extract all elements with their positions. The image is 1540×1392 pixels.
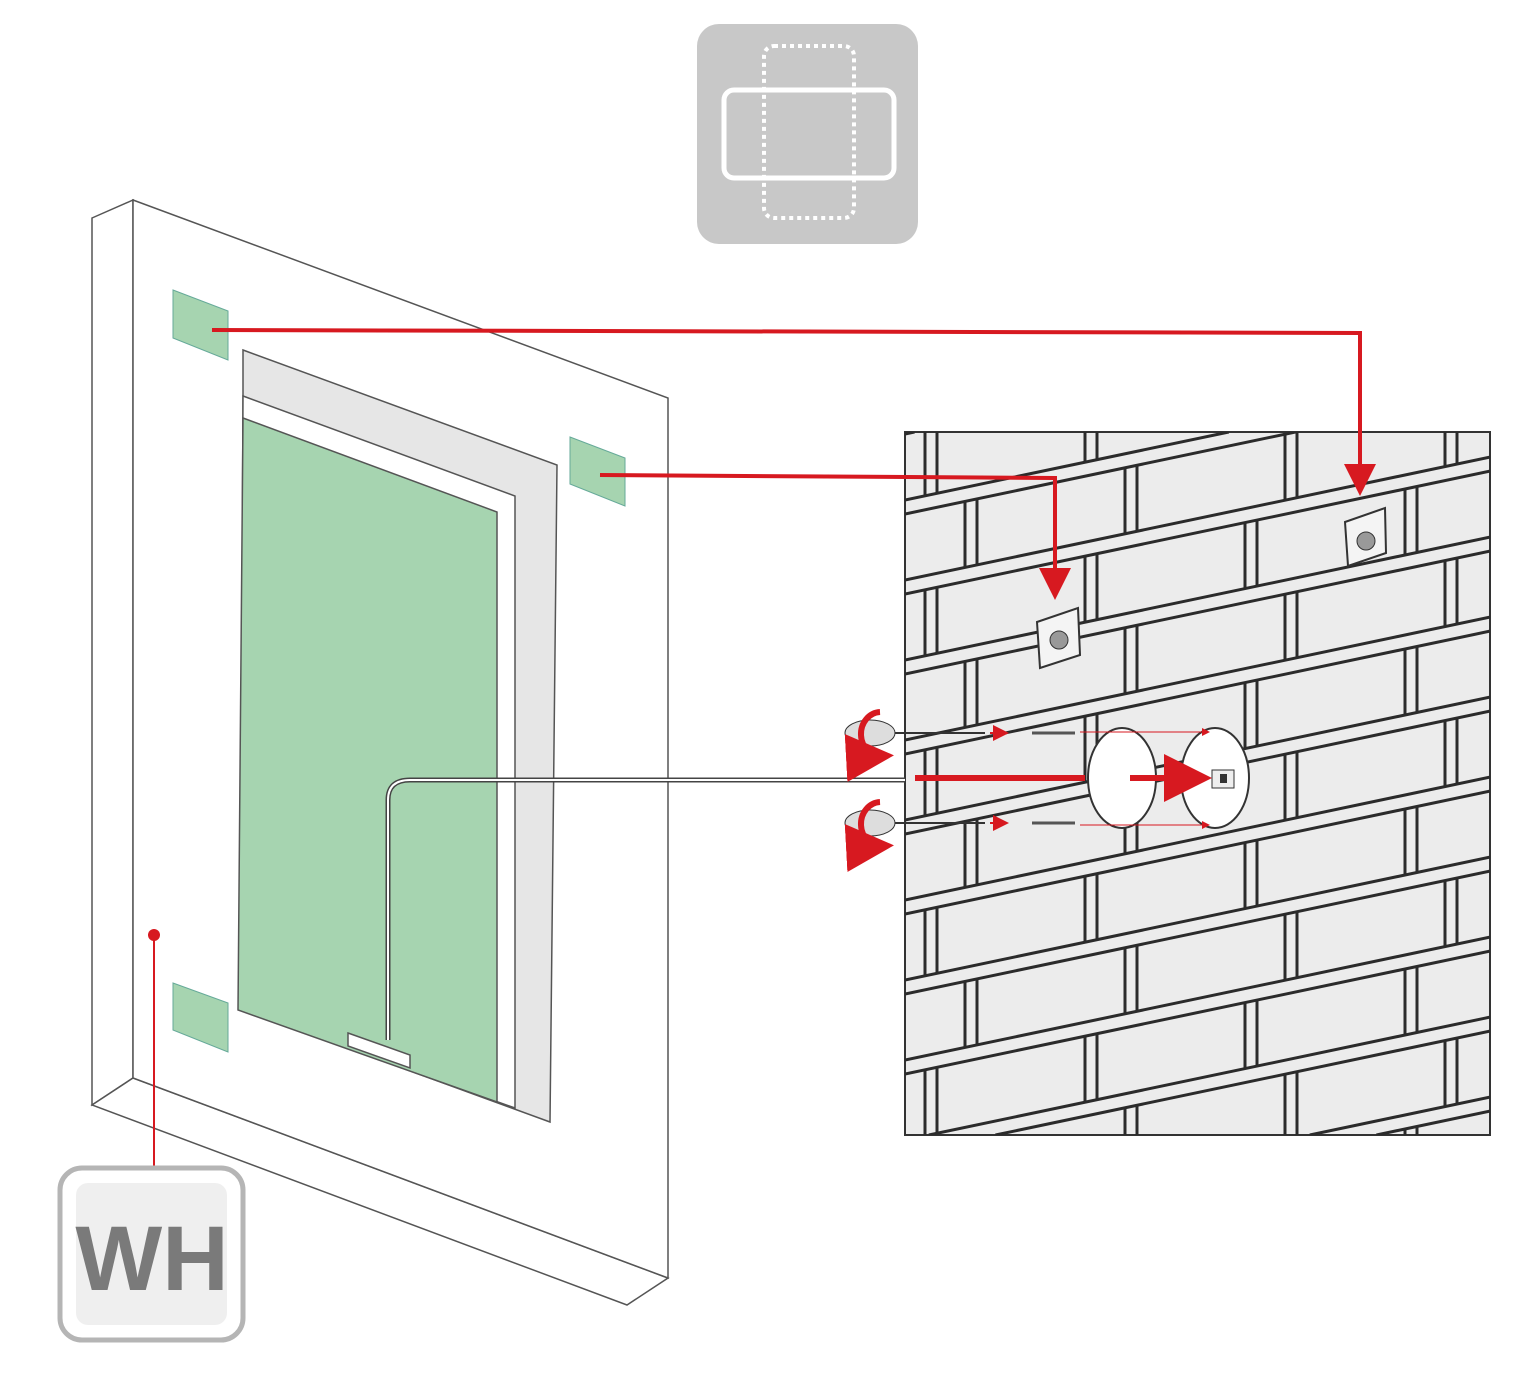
mirror-panel <box>90 198 670 1306</box>
orientation-icon <box>697 24 918 244</box>
brick-mortar-line <box>905 869 1490 996</box>
brick-mortar-line <box>905 535 1490 662</box>
brick-mortar-line <box>905 855 1490 982</box>
brick-mortar-line <box>905 949 1490 1076</box>
screwdriver-icon <box>844 709 1075 782</box>
mounting-pad-top-left <box>172 289 229 361</box>
brick-mortar-line <box>1376 1109 1490 1135</box>
screwdriver-icon <box>844 799 1075 872</box>
brick-mortar-line <box>905 789 1490 916</box>
brick-mortar-line <box>905 935 1490 1062</box>
brick-mortar-line <box>995 1029 1490 1135</box>
brick-mortar-line <box>905 432 1296 516</box>
brick-mortar-line <box>905 549 1490 676</box>
mirror-glass <box>237 416 498 1104</box>
mounting-pad-top-right <box>569 436 626 507</box>
brick-mortar-line <box>905 775 1490 902</box>
brick-mortar-line <box>905 455 1490 582</box>
mounting-guide-lines <box>211 328 1376 600</box>
brick-mortar-line <box>905 469 1490 596</box>
wall-bracket <box>1343 506 1388 568</box>
brick-mortar-line <box>928 1015 1490 1135</box>
brick-mortar-line <box>905 432 915 436</box>
wh-badge-label: WH <box>75 1208 228 1310</box>
wall-bracket <box>1035 606 1082 670</box>
wh-badge: WH <box>57 1165 246 1343</box>
screw-arrows <box>915 725 1212 831</box>
mounting-pad-bottom-left <box>172 982 229 1053</box>
brick-mortar-line <box>905 615 1490 742</box>
brick-mortar-line <box>1309 1095 1490 1135</box>
brick-mortar-line <box>905 432 1230 502</box>
